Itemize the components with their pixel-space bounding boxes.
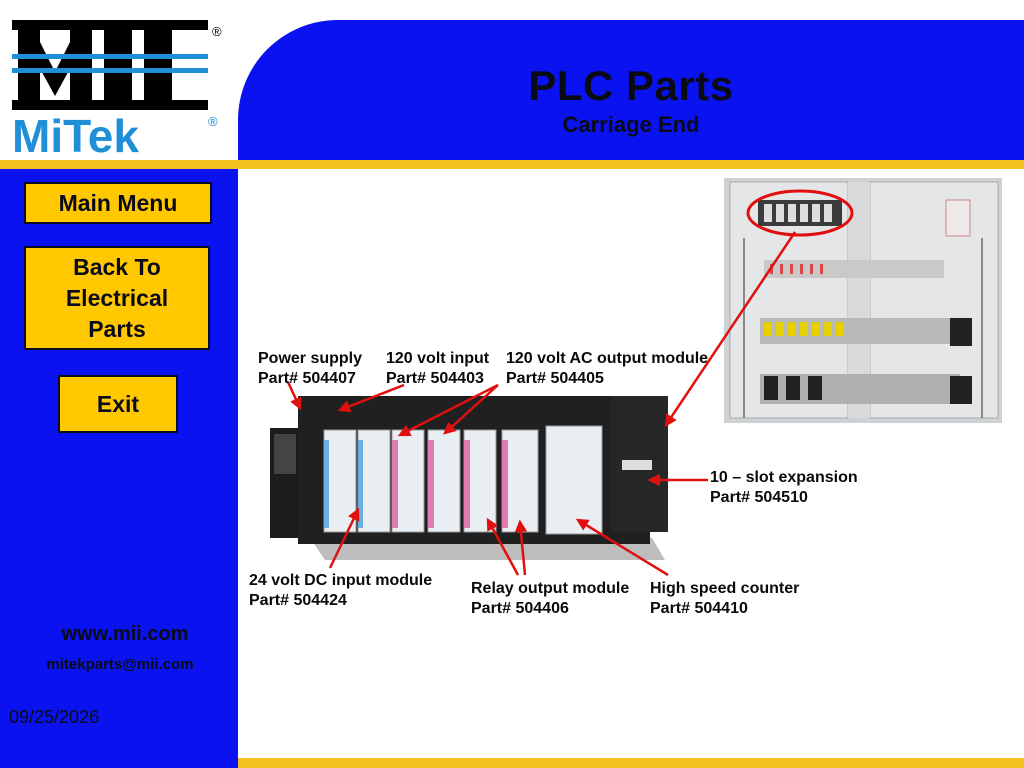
part-label-120v-ac-output: 120 volt AC output module Part# 504405: [506, 349, 708, 389]
plc-rack-photo: [270, 396, 668, 560]
part-name: High speed counter: [650, 580, 800, 597]
part-label-relay-output: Relay output module Part# 504406: [471, 579, 629, 619]
part-number: Part# 504407: [258, 370, 356, 387]
part-number: Part# 504406: [471, 600, 569, 617]
gold-divider-top: [0, 160, 1024, 169]
registered-mark-top: ®: [212, 24, 222, 39]
part-number: Part# 504405: [506, 370, 604, 387]
page-subtitle: Carriage End: [562, 112, 700, 137]
gold-divider-bottom: [238, 758, 1024, 768]
part-number: Part# 504424: [249, 592, 347, 609]
exit-button[interactable]: Exit: [58, 375, 178, 433]
website-link[interactable]: www.mii.com: [61, 623, 189, 645]
mitek-wordmark: MiTek: [12, 110, 139, 156]
part-label-power-supply: Power supply Part# 504407: [258, 349, 362, 389]
part-number: Part# 504410: [650, 600, 748, 617]
header-band: [238, 20, 1024, 160]
part-label-120v-input: 120 volt input Part# 504403: [386, 349, 489, 389]
email-link[interactable]: mitekparts@mii.com: [46, 656, 194, 673]
part-label-24v-dc-input: 24 volt DC input module Part# 504424: [249, 571, 432, 611]
back-button-line-3: Parts: [88, 315, 146, 342]
part-label-10-slot-expansion: 10 – slot expansion Part# 504510: [710, 468, 858, 508]
part-name: 24 volt DC input module: [249, 572, 433, 589]
part-name: Relay output module: [471, 580, 630, 597]
back-button-line-2: Electrical: [65, 284, 169, 311]
part-name: Power supply: [258, 350, 363, 367]
date-text: 09/25/2026: [9, 707, 100, 727]
back-to-electrical-parts-button[interactable]: Back To Electrical Parts: [24, 246, 210, 350]
registered-mark-bottom: ®: [208, 114, 218, 129]
part-label-high-speed-counter: High speed counter Part# 504410: [650, 579, 799, 619]
part-name: 10 – slot expansion: [710, 469, 858, 486]
page-title: PLC Parts: [528, 62, 734, 109]
part-name: 120 volt input: [386, 350, 490, 367]
part-name: 120 volt AC output module: [506, 350, 709, 367]
back-button-line-1: Back To: [73, 253, 161, 280]
part-number: Part# 504403: [386, 370, 484, 387]
mitek-logo: ® MiTek ®: [12, 20, 222, 156]
main-menu-button[interactable]: Main Menu: [24, 182, 212, 224]
part-number: Part# 504510: [710, 489, 808, 506]
electrical-cabinet-photo: [724, 178, 1002, 423]
